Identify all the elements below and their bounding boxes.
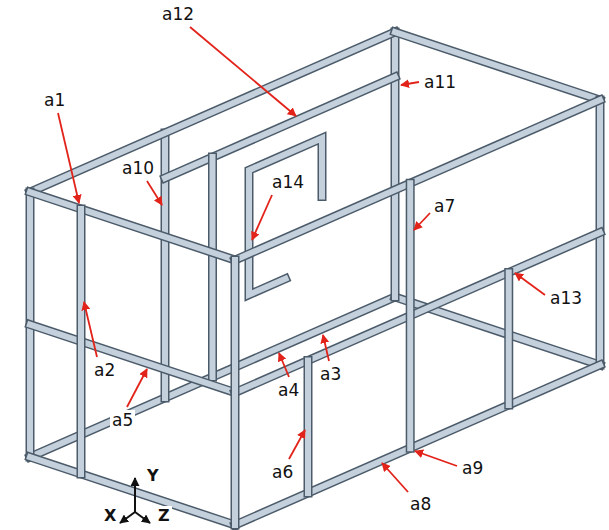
beam-stroke (30, 457, 235, 525)
leader-arrow (401, 82, 419, 85)
beam-stroke (210, 157, 216, 377)
beam-stroke (305, 361, 311, 494)
beam-stroke (235, 100, 600, 260)
beam-stroke (30, 192, 235, 260)
leader-arrow (415, 451, 457, 466)
beam-stroke (208, 157, 217, 377)
leader-arrow (147, 181, 162, 205)
beam-stroke (30, 32, 395, 192)
leader-arrow (84, 302, 97, 357)
axis-arrow (120, 512, 135, 523)
beam-stroke (30, 192, 235, 260)
beam-stroke (30, 325, 235, 393)
beam-stroke (506, 273, 512, 406)
beam-stroke (165, 77, 395, 178)
beam-stroke (395, 32, 600, 100)
axis-label: X (102, 506, 118, 526)
beam-stroke (249, 138, 322, 295)
callout-label: a9 (460, 458, 485, 478)
leader-arrow (279, 353, 289, 377)
beam-stroke (30, 457, 235, 525)
callout-label: a12 (160, 4, 196, 24)
beam-stroke (235, 233, 600, 393)
leader-arrows (58, 27, 545, 492)
axis-arrow (135, 512, 150, 523)
axis-label: Y (145, 466, 161, 486)
leader-arrow (323, 335, 329, 361)
axis-arrow (134, 478, 136, 512)
beam-stroke (407, 183, 413, 448)
callout-label: a4 (276, 380, 301, 400)
frame-beams (30, 32, 600, 525)
callout-label: a2 (92, 360, 117, 380)
leader-arrow (58, 113, 79, 203)
beam-stroke (391, 32, 400, 297)
beam-stroke (249, 138, 322, 295)
beam-stroke (232, 260, 238, 525)
leader-arrow (515, 273, 545, 295)
callout-label: a5 (110, 410, 135, 430)
leader-arrow (382, 463, 408, 492)
beam-stroke (231, 260, 240, 525)
callout-label: a10 (120, 158, 156, 178)
leader-arrow (289, 430, 305, 459)
beam-stroke (395, 32, 600, 100)
beam-stroke (235, 365, 600, 525)
beam-stroke (504, 273, 513, 406)
callout-label: a14 (270, 172, 306, 192)
leader-arrow (414, 213, 430, 230)
callout-label: a7 (432, 196, 457, 216)
leader-arrow (190, 27, 296, 116)
callout-label: a11 (422, 72, 458, 92)
leader-arrow (252, 195, 272, 240)
callout-label: a3 (318, 364, 343, 384)
axis-label: Z (156, 506, 172, 526)
beam-stroke (235, 100, 600, 260)
beam-stroke (165, 77, 395, 178)
beam-stroke (406, 183, 415, 448)
beam-stroke (30, 325, 235, 393)
beam-stroke (235, 233, 600, 393)
callout-label: a6 (270, 462, 295, 482)
beam-stroke (30, 32, 395, 192)
beam-stroke (235, 365, 600, 525)
beam-stroke (77, 209, 86, 474)
beam-stroke (304, 361, 313, 494)
callout-label: a8 (408, 494, 433, 514)
leader-arrow (127, 369, 147, 407)
callout-label: a1 (42, 90, 67, 110)
callout-label: a13 (548, 288, 584, 308)
beam-stroke (78, 209, 84, 474)
